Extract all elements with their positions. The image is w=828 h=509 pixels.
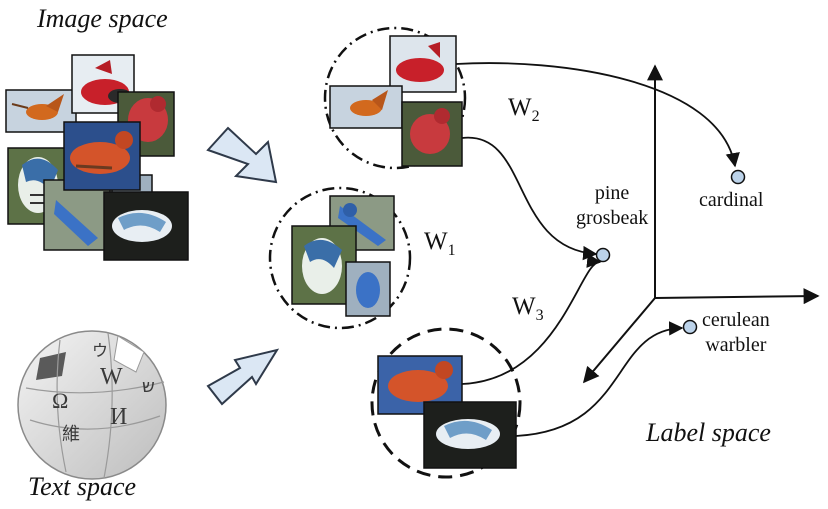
wikipedia-globe-icon: W Ω И 維 ウ ש [17,330,167,480]
text-space-label: Text space [28,472,137,501]
label-space-axes [582,64,820,384]
cluster-w1 [268,186,412,330]
image-space-label: Image space [37,4,168,33]
image-space-collage [5,54,189,261]
node-cerulean-warbler [682,319,698,335]
bird-photo-bw-warbler [103,191,189,261]
pine-grosbeak-label-line1: pine [594,182,630,204]
bird-photo-pine-grosbeak-w2 [401,101,463,167]
bird-photo-cardinal-w2 [389,35,457,93]
w2-label: W2 [508,94,540,125]
bird-photo-hummingbird-w2 [329,85,403,129]
block-arrow-image-to-clusters [206,126,278,184]
curve-w3-to-pine-grosbeak [461,253,602,385]
node-cardinal [730,169,746,185]
globe-glyph-i: И [110,404,127,430]
node-pine-grosbeak [595,247,611,263]
bird-photo-bw-warbler-w3 [423,401,517,469]
cluster-w2 [323,26,467,170]
bird-photo-grosbeak-center [63,121,141,191]
label-space-label: Label space [646,418,771,447]
w1-label: W1 [424,228,456,259]
curve-w2-to-cardinal [455,62,740,168]
curve-w2-to-pine-grosbeak [461,136,598,261]
cerulean-warbler-label-line2: warbler [705,334,767,356]
cardinal-label: cardinal [699,189,764,211]
pine-grosbeak-label: pine grosbeak [576,181,648,231]
cluster-w3 [370,327,522,479]
cerulean-warbler-label: cerulean warbler [702,308,770,358]
globe-glyph-w: W [100,364,123,390]
bird-photo-hummingbird [5,89,77,133]
w3-label: W3 [512,293,544,324]
cerulean-warbler-label-line1: cerulean [702,309,770,331]
curve-w3-to-cerulean-warbler [515,321,684,437]
block-arrow-text-to-clusters [206,348,280,406]
mapping-curves [455,62,740,437]
pine-grosbeak-label-line2: grosbeak [576,207,649,229]
globe-glyph-wei: 維 [62,424,80,445]
bird-photo-small-blue-w1 [345,261,391,317]
globe-glyph-shin: ש [142,376,155,397]
globe-glyph-omega: Ω [52,388,68,413]
globe-glyph-u: ウ [92,341,108,360]
